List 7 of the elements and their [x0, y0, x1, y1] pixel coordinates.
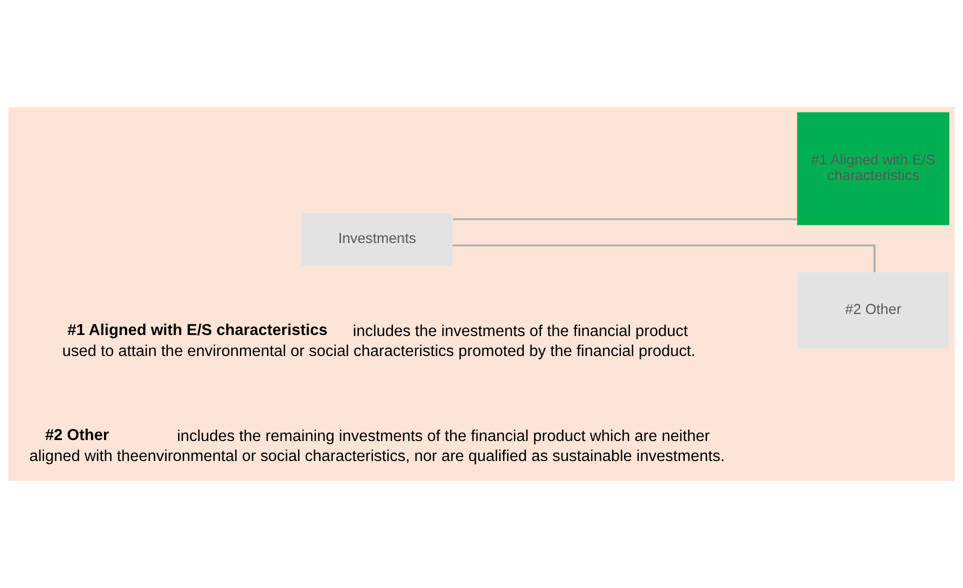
node-box: Investments [302, 213, 453, 266]
label: #1 Aligned with E/S characteristics includes the investments of the financial product used to attain the environmental or social characteristics promoted by the financial product. [62, 322, 696, 360]
connector [452, 244, 876, 272]
node-box: #2 Other [798, 272, 949, 348]
label: #2 Other includes the remaining investments of the financial product which are neither aligned with theenvironmental or social characteristics, nor are qualified as sustainable investments. [29, 426, 725, 465]
connector [453, 218, 797, 220]
node-box: #1 Aligned with E/S characteristics [797, 112, 950, 226]
